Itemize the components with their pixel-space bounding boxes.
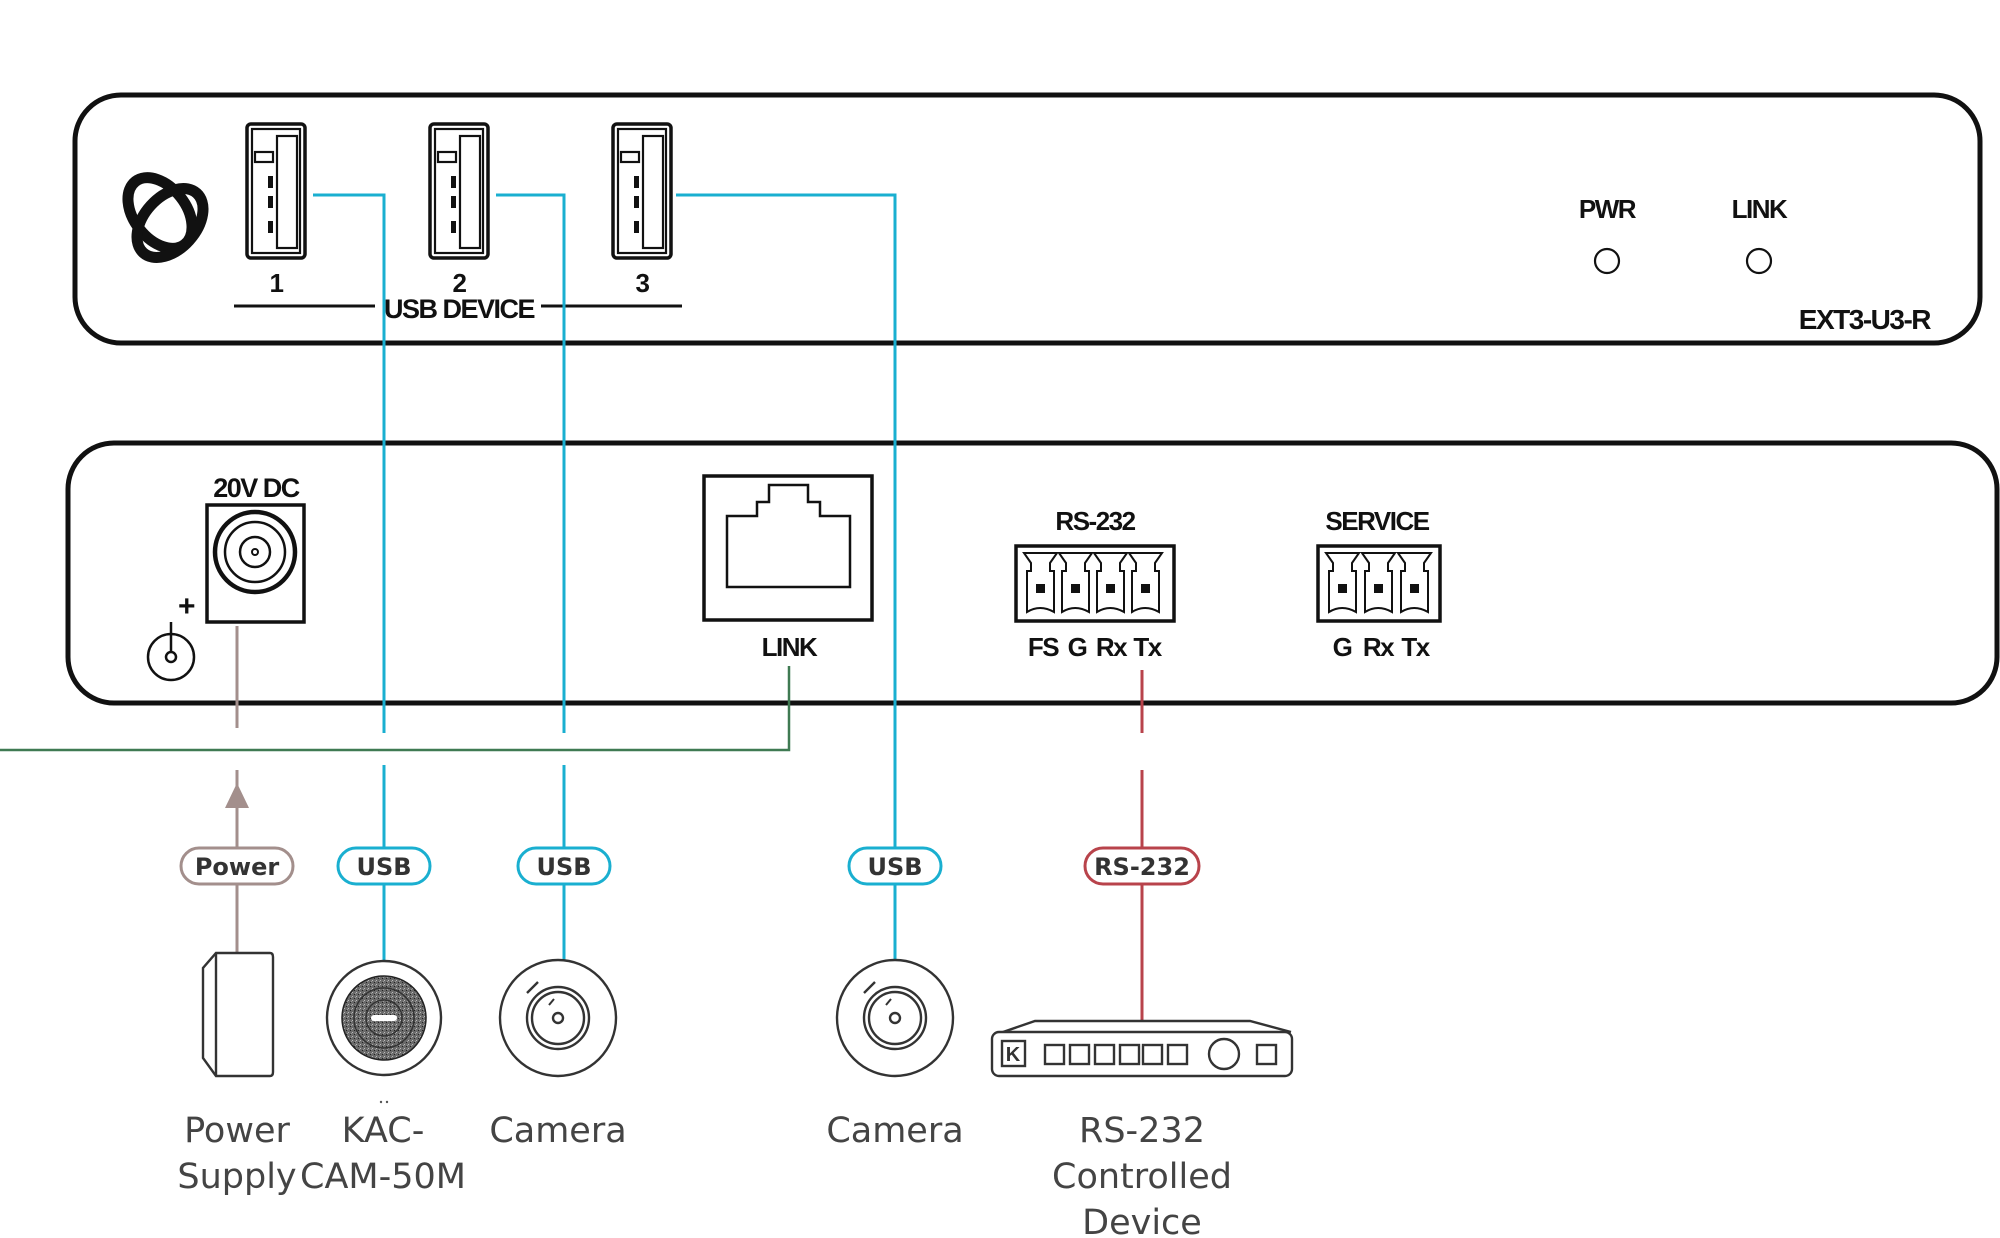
rs232-pin-g: G [1068, 632, 1087, 662]
peripherals: K [201, 951, 1294, 1104]
service-block-pin-3 [1396, 552, 1433, 614]
service-pin-rx: Rx [1363, 632, 1395, 662]
front-panel: 1 2 3 USB DEVICE PWR LINK EXT3-U3-R [72, 92, 1983, 346]
kac-cam-50m-icon [325, 959, 443, 1104]
model-name: EXT3-U3-R [1799, 304, 1931, 335]
usb-group-label: USB DEVICE [384, 294, 535, 324]
rj45-link-label: LINK [762, 632, 818, 662]
rs232-terminal-block[interactable] [1014, 544, 1176, 623]
cables [0, 193, 1144, 1022]
rs232-device-label-line2: Controlled [1052, 1157, 1232, 1197]
service-pin-tx: Tx [1401, 632, 1430, 662]
usb-port-1[interactable] [245, 122, 307, 260]
rs232-device-label-line1: RS-232 [1079, 1111, 1205, 1151]
rs232-connection-label: RS-232 [1094, 853, 1190, 881]
camera-icon-2 [835, 958, 955, 1078]
rs232-block-pin-1 [1022, 552, 1059, 614]
rs232-block-pin-4 [1127, 552, 1164, 614]
rj45-link-port[interactable] [702, 474, 874, 622]
camera-icon-1 [498, 958, 618, 1078]
rs232-device-label-line3: Device [1082, 1203, 1202, 1238]
usb-port-3[interactable] [611, 122, 673, 260]
service-terminal-block[interactable] [1316, 544, 1442, 623]
rear-panel-outline [65, 440, 2000, 706]
dc-power-jack[interactable] [205, 503, 306, 624]
rs232-pin-rx: Rx [1096, 632, 1128, 662]
usb-connection-label-2: USB [536, 853, 591, 881]
usb-port-2-number: 2 [453, 268, 467, 298]
power-supply-label-line2: Supply [177, 1157, 296, 1197]
link-led-indicator [1745, 247, 1773, 275]
polarity-symbol-icon [146, 622, 196, 682]
rs232-block-pin-3 [1092, 552, 1129, 614]
power-connection-pill: Power [179, 846, 295, 886]
front-panel-outline [72, 92, 1983, 346]
rs232-pin-fs: FS [1028, 632, 1059, 662]
power-supply-icon [201, 951, 275, 1078]
camera-2-label: Camera [826, 1111, 963, 1151]
camera-1-label: Camera [489, 1111, 626, 1151]
power-connection-label: Power [195, 853, 280, 881]
rear-panel: 20V DC + LINK RS-232 FS G Rx Tx S [65, 440, 2000, 706]
kac-cam-label-line2: CAM-50M [300, 1157, 466, 1197]
usb-port-2[interactable] [428, 122, 490, 260]
rs232-port-label: RS-232 [1055, 506, 1135, 536]
usb-connection-pill-1: USB [336, 846, 432, 886]
rs232-block-pin-2 [1057, 552, 1094, 614]
usb-connection-label-3: USB [867, 853, 922, 881]
usb-cable-3[interactable] [676, 193, 897, 962]
power-input-label: 20V DC [213, 473, 300, 503]
rs232-connection-pill: RS-232 [1083, 846, 1201, 886]
kramer-k-logo-icon: K [1006, 1044, 1021, 1066]
kramer-logo-icon [122, 172, 209, 263]
service-block-pin-2 [1360, 552, 1397, 614]
usb-connection-label-1: USB [356, 853, 411, 881]
usb-connection-pill-2: USB [516, 846, 612, 886]
power-cable[interactable] [225, 626, 249, 965]
usb-connection-pill-3: USB [847, 846, 943, 886]
rs232-pin-tx: Tx [1133, 632, 1162, 662]
pwr-led-label: PWR [1579, 194, 1637, 224]
rs232-controlled-device-icon: K [990, 1019, 1294, 1078]
pwr-led-indicator [1593, 247, 1621, 275]
service-block-pin-1 [1324, 552, 1361, 614]
usb-port-1-number: 1 [270, 268, 284, 298]
service-port-label: SERVICE [1325, 506, 1429, 536]
link-cable[interactable] [0, 666, 791, 752]
connection-labels: Power USB USB USB RS-232 [179, 846, 1201, 886]
link-led-label: LINK [1732, 194, 1788, 224]
usb-cable-2[interactable] [496, 193, 566, 963]
polarity-plus-sign: + [178, 590, 195, 623]
power-supply-label-line1: Power [184, 1111, 290, 1151]
device-labels: Power Supply KAC- CAM-50M Camera Camera … [177, 1111, 1232, 1238]
usb-port-3-number: 3 [636, 268, 650, 298]
kac-cam-label-line1: KAC- [342, 1111, 425, 1151]
service-pin-g: G [1333, 632, 1352, 662]
